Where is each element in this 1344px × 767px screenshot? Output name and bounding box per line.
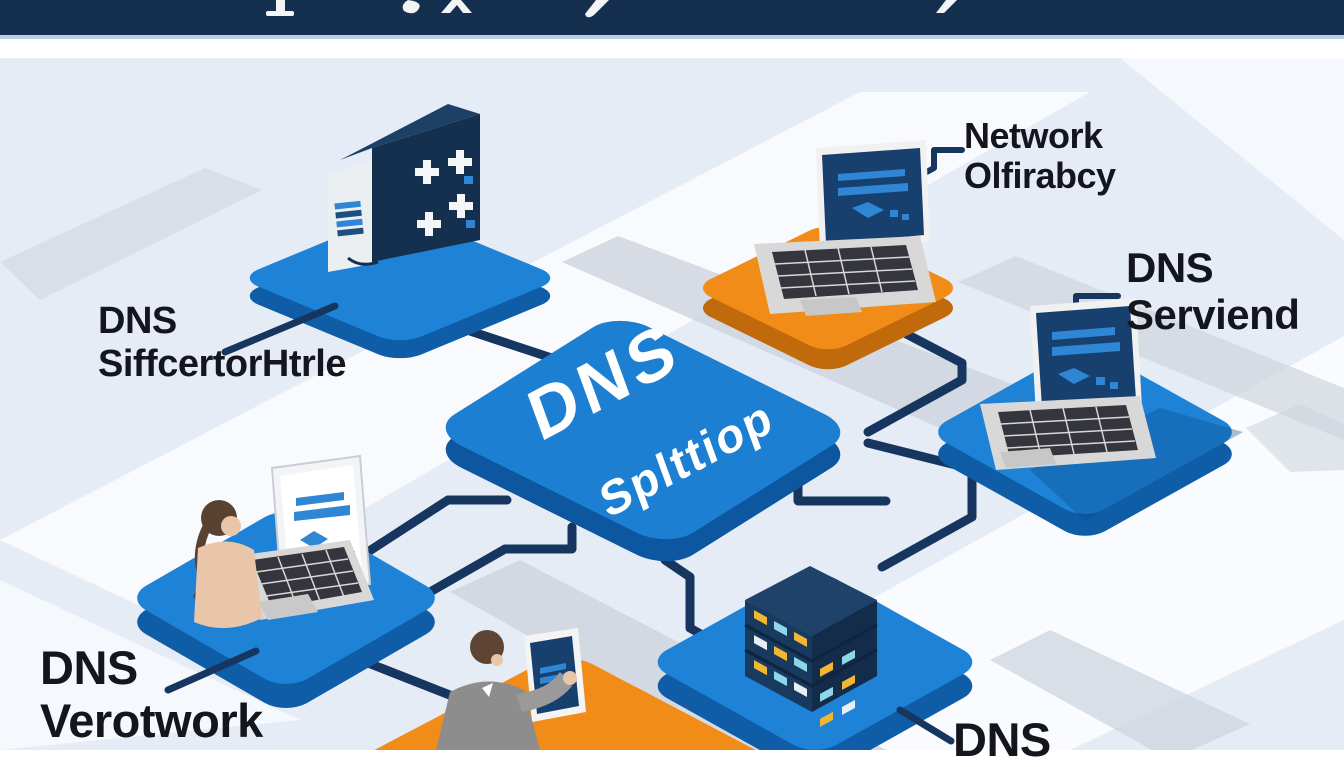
- label-line: DNS: [953, 713, 1051, 766]
- puzzle-icons: [415, 150, 475, 236]
- screen-content: [1052, 327, 1120, 389]
- dns-topology-diagram: DNS Splttiop: [0, 0, 1344, 750]
- user-woman: [193, 454, 374, 629]
- bg-band: [1120, 58, 1344, 240]
- pointer-bottom-right-label: [896, 706, 955, 745]
- man-collar: [482, 683, 493, 697]
- platform-shade: [1030, 408, 1243, 521]
- label-wires: [164, 147, 1121, 745]
- label-line: DNS: [40, 641, 138, 694]
- server-rack: [744, 566, 878, 727]
- rack-leds-right: [820, 649, 855, 727]
- server-cable: [347, 256, 379, 266]
- man-hand: [563, 671, 577, 685]
- woman-torso: [194, 541, 262, 629]
- label-line: Serviend: [1126, 291, 1300, 339]
- label-line: Verotwork: [40, 693, 263, 747]
- label-line: DNS: [98, 300, 177, 342]
- header-bar: [0, 0, 1344, 39]
- label-dns-server: DNS SiffcertorHtrle: [98, 300, 347, 385]
- label-line: DNS: [1126, 244, 1214, 291]
- man-neck: [491, 654, 503, 666]
- man-body: [436, 681, 540, 750]
- header-gap: [0, 39, 1344, 58]
- laptop-top: [754, 140, 936, 316]
- label-line: SiffcertorHtrle: [98, 342, 347, 385]
- woman-head: [221, 516, 241, 536]
- pointer-top-left-label: [221, 302, 339, 356]
- label-dns-verotwork: DNS Verotwork: [40, 641, 263, 747]
- user-man: [436, 628, 586, 750]
- shadow-band: [0, 168, 262, 300]
- plugin-server: [328, 104, 480, 272]
- pointer-bottom-left-label: [164, 647, 260, 694]
- cropped-title-glyphs: [266, 0, 957, 18]
- man-arm: [516, 672, 572, 712]
- server-panel: [372, 114, 480, 262]
- wire-tile-to-rack-2: [660, 555, 711, 642]
- platform-man: [295, 658, 835, 750]
- rack-leds-left: [754, 610, 807, 697]
- shadow-band: [958, 256, 1344, 440]
- laptop-trackpad: [1000, 448, 1056, 468]
- label-line: Network: [964, 115, 1103, 156]
- rack-top: [745, 566, 877, 636]
- header-accent-line: [0, 35, 1344, 39]
- shadow-band: [1246, 404, 1344, 472]
- key-grid: [774, 246, 916, 297]
- screen-content: [838, 169, 909, 220]
- laptop-trackpad: [800, 297, 862, 316]
- wire-laptoptop-to-tile: [863, 322, 967, 437]
- key-grid: [255, 549, 359, 605]
- laptop-screen: [822, 148, 924, 244]
- label-line: Olfirabcy: [964, 155, 1116, 197]
- server-slots: [334, 200, 364, 237]
- laptop-right: [980, 298, 1156, 470]
- header-background: [0, 0, 1344, 35]
- label-dns-serviend: DNS Serviend: [1126, 244, 1300, 339]
- wire-tile-to-rack: [863, 438, 977, 572]
- bg-band: [0, 580, 300, 750]
- shadow-band: [990, 630, 1250, 750]
- rack-grooves: [744, 623, 878, 688]
- wire-tile-to-woman-2: [425, 522, 577, 597]
- key-grid: [1000, 406, 1136, 457]
- devices: [193, 104, 1156, 750]
- server-panel-top: [340, 104, 480, 160]
- laptop-screen: [1036, 306, 1136, 408]
- wire-tile-to-woman: [335, 495, 512, 575]
- label-dns-bottom: DNS: [953, 713, 1051, 767]
- laptop-trackpad: [258, 594, 318, 620]
- label-network: Network Olfirabcy: [964, 115, 1116, 197]
